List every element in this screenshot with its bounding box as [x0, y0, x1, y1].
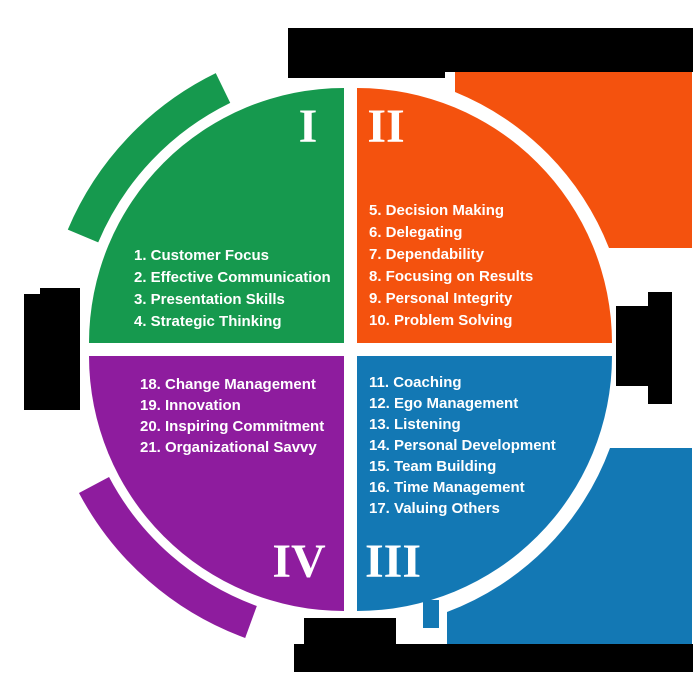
- right-label-shadow-blob: [616, 292, 672, 404]
- skill-item: 15. Team Building: [369, 458, 497, 475]
- quadrant-3-skill-list: 11. Coaching 12. Ego Management 13. List…: [369, 372, 556, 519]
- skill-item: 14. Personal Development: [369, 437, 556, 454]
- bottom-label-shadow-blob: [294, 618, 693, 672]
- skill-item: 6. Delegating: [369, 224, 463, 241]
- quadrant-2-numeral: II: [367, 100, 405, 153]
- top-label-shadow-blob: [288, 28, 693, 78]
- skill-item: 8. Focusing on Results: [369, 268, 534, 285]
- quadrant-4-skill-list: 18. Change Management 19. Innovation 20.…: [140, 374, 324, 458]
- blue-arrow-tip: [423, 600, 439, 628]
- skill-item: 17. Valuing Others: [369, 500, 500, 517]
- skill-item: 9. Personal Integrity: [369, 290, 513, 307]
- left-label-shadow-blob: [24, 288, 80, 410]
- skill-item: 13. Listening: [369, 416, 461, 433]
- quadrant-1-skill-list: 1. Customer Focus 2. Effective Communica…: [134, 245, 331, 333]
- blue-corner-arrow: [423, 448, 692, 645]
- quadrant-3-numeral: III: [364, 535, 422, 588]
- skill-item: 16. Time Management: [369, 479, 525, 496]
- skill-item: 2. Effective Communication: [134, 269, 331, 286]
- skill-item: 4. Strategic Thinking: [134, 313, 282, 330]
- skill-item: 10. Problem Solving: [369, 312, 513, 329]
- skill-item: 20. Inspiring Commitment: [140, 418, 325, 435]
- purple-arc-arrow: [78, 476, 258, 638]
- skill-item: 11. Coaching: [369, 374, 462, 391]
- skill-item: 3. Presentation Skills: [134, 291, 285, 308]
- skill-item: 12. Ego Management: [369, 395, 519, 412]
- skill-item: 21. Organizational Savvy: [140, 439, 317, 456]
- skill-item: 19. Innovation: [140, 397, 241, 414]
- skill-item: 1. Customer Focus: [134, 247, 270, 264]
- skill-item: 18. Change Management: [140, 376, 316, 393]
- skill-item: 5. Decision Making: [369, 202, 505, 219]
- quadrant-2-skill-list: 5. Decision Making 6. Delegating 7. Depe…: [369, 200, 533, 332]
- quadrant-4-numeral: IV: [272, 535, 326, 588]
- skill-item: 7. Dependability: [369, 246, 485, 263]
- green-arc-arrow: [67, 73, 231, 243]
- quadrant-1-numeral: I: [298, 100, 318, 153]
